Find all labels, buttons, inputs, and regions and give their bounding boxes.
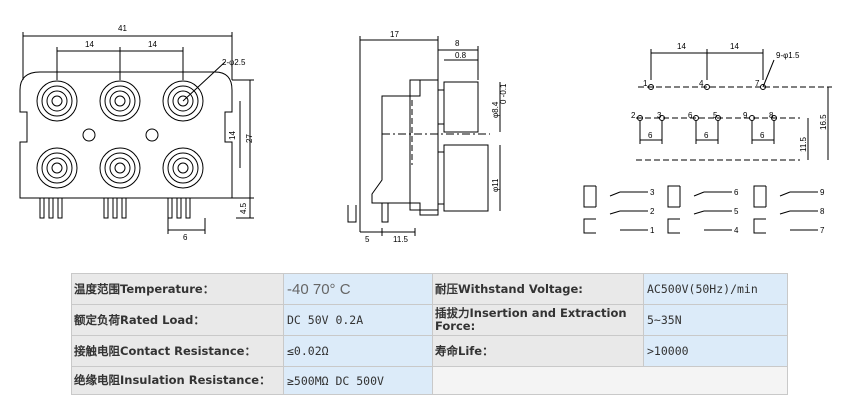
- spec-label-insertion-force: 插拔力Insertion and Extraction Force:: [432, 304, 644, 336]
- dim-hole: 2-φ2.5: [222, 58, 246, 67]
- side-view: [347, 36, 501, 236]
- technical-drawings: 41 14 14 2-φ2.5 27 14 4.5 6 1: [19, 24, 832, 244]
- pin-6: 6: [688, 111, 693, 120]
- sch-pin-7: 7: [820, 226, 825, 235]
- spec-value-withstand-voltage: AC500V(50Hz)/min: [643, 273, 788, 305]
- pin-2: 2: [631, 111, 636, 120]
- sch-pin-4: 4: [734, 226, 739, 235]
- dim-4-5: 4.5: [239, 202, 248, 214]
- sch-pin-8: 8: [820, 207, 825, 216]
- front-view: [19, 32, 254, 234]
- dim-41: 41: [118, 24, 127, 33]
- pcb-layout: [636, 49, 832, 161]
- spec-label-contact-resistance: 接触电阻Contact Resistance：: [71, 335, 284, 367]
- pin-1: 1: [643, 79, 648, 88]
- spec-row-temperature: 温度范围Temperature： -40 70° C 耐压Withstand V…: [71, 273, 788, 305]
- pcb-dim-16-5: 16.5: [819, 114, 828, 130]
- spec-row-rated-load: 额定负荷Rated Load： DC 50V 0.2A 插拔力Insertion…: [71, 304, 788, 336]
- sch-pin-9: 9: [820, 188, 825, 197]
- spec-label-insulation-resistance: 绝缘电阻Insulation Resistance：: [71, 366, 284, 395]
- dim-6: 6: [183, 233, 188, 242]
- sch-pin-6: 6: [734, 188, 739, 197]
- pin-4: 4: [699, 79, 704, 88]
- spec-label-rated-load: 额定负荷Rated Load：: [71, 304, 284, 336]
- dim-8: 8: [455, 39, 460, 48]
- pcb-holes: 9-φ1.5: [776, 51, 800, 60]
- spec-value-rated-load: DC 50V 0.2A: [283, 304, 433, 336]
- pin-7: 7: [755, 79, 760, 88]
- spec-table: 温度范围Temperature： -40 70° C 耐压Withstand V…: [71, 273, 788, 395]
- spec-value-contact-resistance: ≤0.02Ω: [283, 335, 433, 367]
- pin-8: 8: [769, 111, 774, 120]
- pin-3: 3: [657, 111, 662, 120]
- spec-value-insertion-force: 5~35N: [643, 304, 788, 336]
- pcb-gap-1: 6: [648, 131, 653, 140]
- dim-barrel: φ11: [491, 178, 500, 192]
- pcb-gap-3: 6: [760, 131, 765, 140]
- sch-pin-5: 5: [734, 207, 739, 216]
- dim-14b: 14: [148, 40, 157, 49]
- dim-0-8: 0.8: [455, 51, 467, 60]
- dim-11-5: 11.5: [393, 235, 409, 244]
- spec-row-contact-resistance: 接触电阻Contact Resistance： ≤0.02Ω 寿命Life： >…: [71, 335, 788, 367]
- spec-label-withstand-voltage: 耐压Withstand Voltage:: [432, 273, 644, 305]
- spec-label-temperature: 温度范围Temperature：: [71, 273, 284, 305]
- dim-row-14: 14: [228, 131, 237, 140]
- pcb-gap-2: 6: [704, 131, 709, 140]
- spec-value-temperature: -40 70° C: [283, 273, 433, 305]
- spec-label-life: 寿命Life：: [432, 335, 644, 367]
- spec-row-insulation-resistance: 绝缘电阻Insulation Resistance： ≥500MΩ DC 500…: [71, 366, 788, 395]
- dim-bore: φ8.4: [491, 101, 500, 118]
- pin-5: 5: [713, 111, 718, 120]
- dim-17: 17: [390, 30, 399, 39]
- sch-pin-3: 3: [650, 188, 655, 197]
- spec-value-life: >10000: [643, 335, 788, 367]
- pcb-dim-14b: 14: [730, 42, 739, 51]
- pin-9: 9: [743, 111, 748, 120]
- dim-27: 27: [245, 134, 254, 143]
- dim-tol: 0 -0.1: [499, 83, 508, 104]
- sch-pin-2: 2: [650, 207, 655, 216]
- dim-5: 5: [365, 235, 370, 244]
- dim-14a: 14: [85, 40, 94, 49]
- pcb-dim-11-5: 11.5: [799, 136, 808, 152]
- pcb-dim-14a: 14: [677, 42, 686, 51]
- schematic: [583, 185, 818, 234]
- spec-blank-cell: [432, 366, 788, 395]
- spec-value-insulation-resistance: ≥500MΩ DC 500V: [283, 366, 433, 395]
- sch-pin-1: 1: [650, 226, 655, 235]
